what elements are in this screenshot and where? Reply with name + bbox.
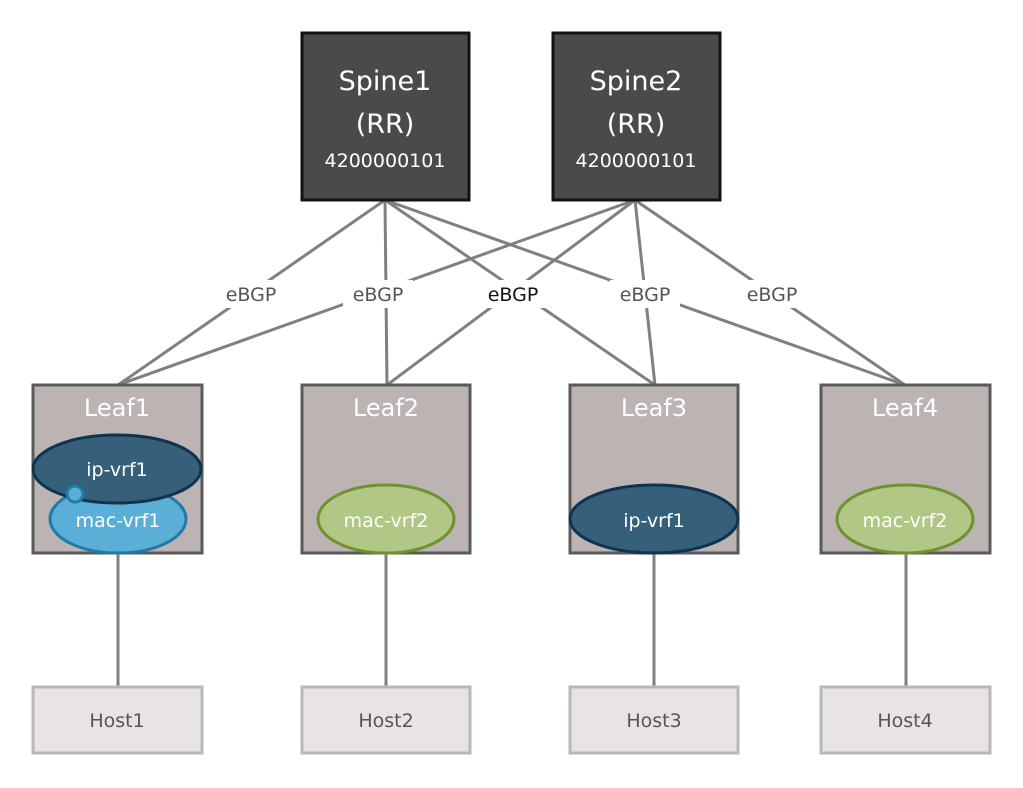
host2-node[interactable]: Host2: [300, 685, 472, 755]
spine2-name: Spine2: [590, 66, 683, 97]
leaf4-node[interactable]: Leaf4 mac-vrf2: [819, 383, 992, 555]
leaf2-name: Leaf2: [353, 394, 419, 422]
link-label: eBGP: [488, 284, 539, 306]
spine1-name: Spine1: [339, 66, 432, 97]
leaf3-ip-vrf1[interactable]: [568, 483, 740, 555]
leaf2-mac-vrf2-label: mac-vrf2: [344, 510, 429, 532]
vrf-connector-icon: [65, 484, 85, 504]
host2-label: Host2: [358, 710, 413, 732]
leaf4-mac-vrf2-label: mac-vrf2: [863, 510, 948, 532]
leaf2-mac-vrf2[interactable]: [316, 483, 456, 555]
host1-node[interactable]: Host1: [31, 685, 204, 755]
link-label: eBGP: [620, 284, 671, 306]
host-links: [116, 553, 908, 687]
spine2-role: (RR): [607, 109, 666, 140]
host4-label: Host4: [877, 710, 932, 732]
spine1-role: (RR): [356, 109, 415, 140]
leaf3-name: Leaf3: [621, 394, 687, 422]
link-label: eBGP: [226, 284, 277, 306]
link-label: eBGP: [747, 284, 798, 306]
link-labels: eBGP eBGP eBGP eBGP eBGP: [216, 280, 807, 308]
leaf1-name: Leaf1: [84, 394, 150, 422]
leaf3-ip-vrf1-label: ip-vrf1: [623, 510, 685, 532]
host4-node[interactable]: Host4: [819, 685, 992, 755]
spine2-node[interactable]: Spine2 (RR) 4200000101: [551, 31, 722, 202]
spine2-asn: 4200000101: [576, 150, 697, 172]
host3-node[interactable]: Host3: [568, 685, 740, 755]
spine1-asn: 4200000101: [325, 150, 446, 172]
leaf4-mac-vrf2[interactable]: [835, 483, 975, 555]
leaf1-ip-vrf1-label: ip-vrf1: [86, 459, 148, 481]
leaf1-mac-vrf1-label: mac-vrf1: [76, 510, 161, 532]
leaf2-node[interactable]: Leaf2 mac-vrf2: [300, 383, 472, 555]
link-label: eBGP: [353, 284, 404, 306]
host1-label: Host1: [89, 710, 144, 732]
leaf4-name: Leaf4: [872, 394, 938, 422]
spine1-node[interactable]: Spine1 (RR) 4200000101: [300, 31, 471, 202]
leaf3-node[interactable]: Leaf3 ip-vrf1: [568, 383, 740, 555]
leaf1-node[interactable]: Leaf1 mac-vrf1 ip-vrf1: [31, 383, 204, 555]
host3-label: Host3: [626, 710, 681, 732]
